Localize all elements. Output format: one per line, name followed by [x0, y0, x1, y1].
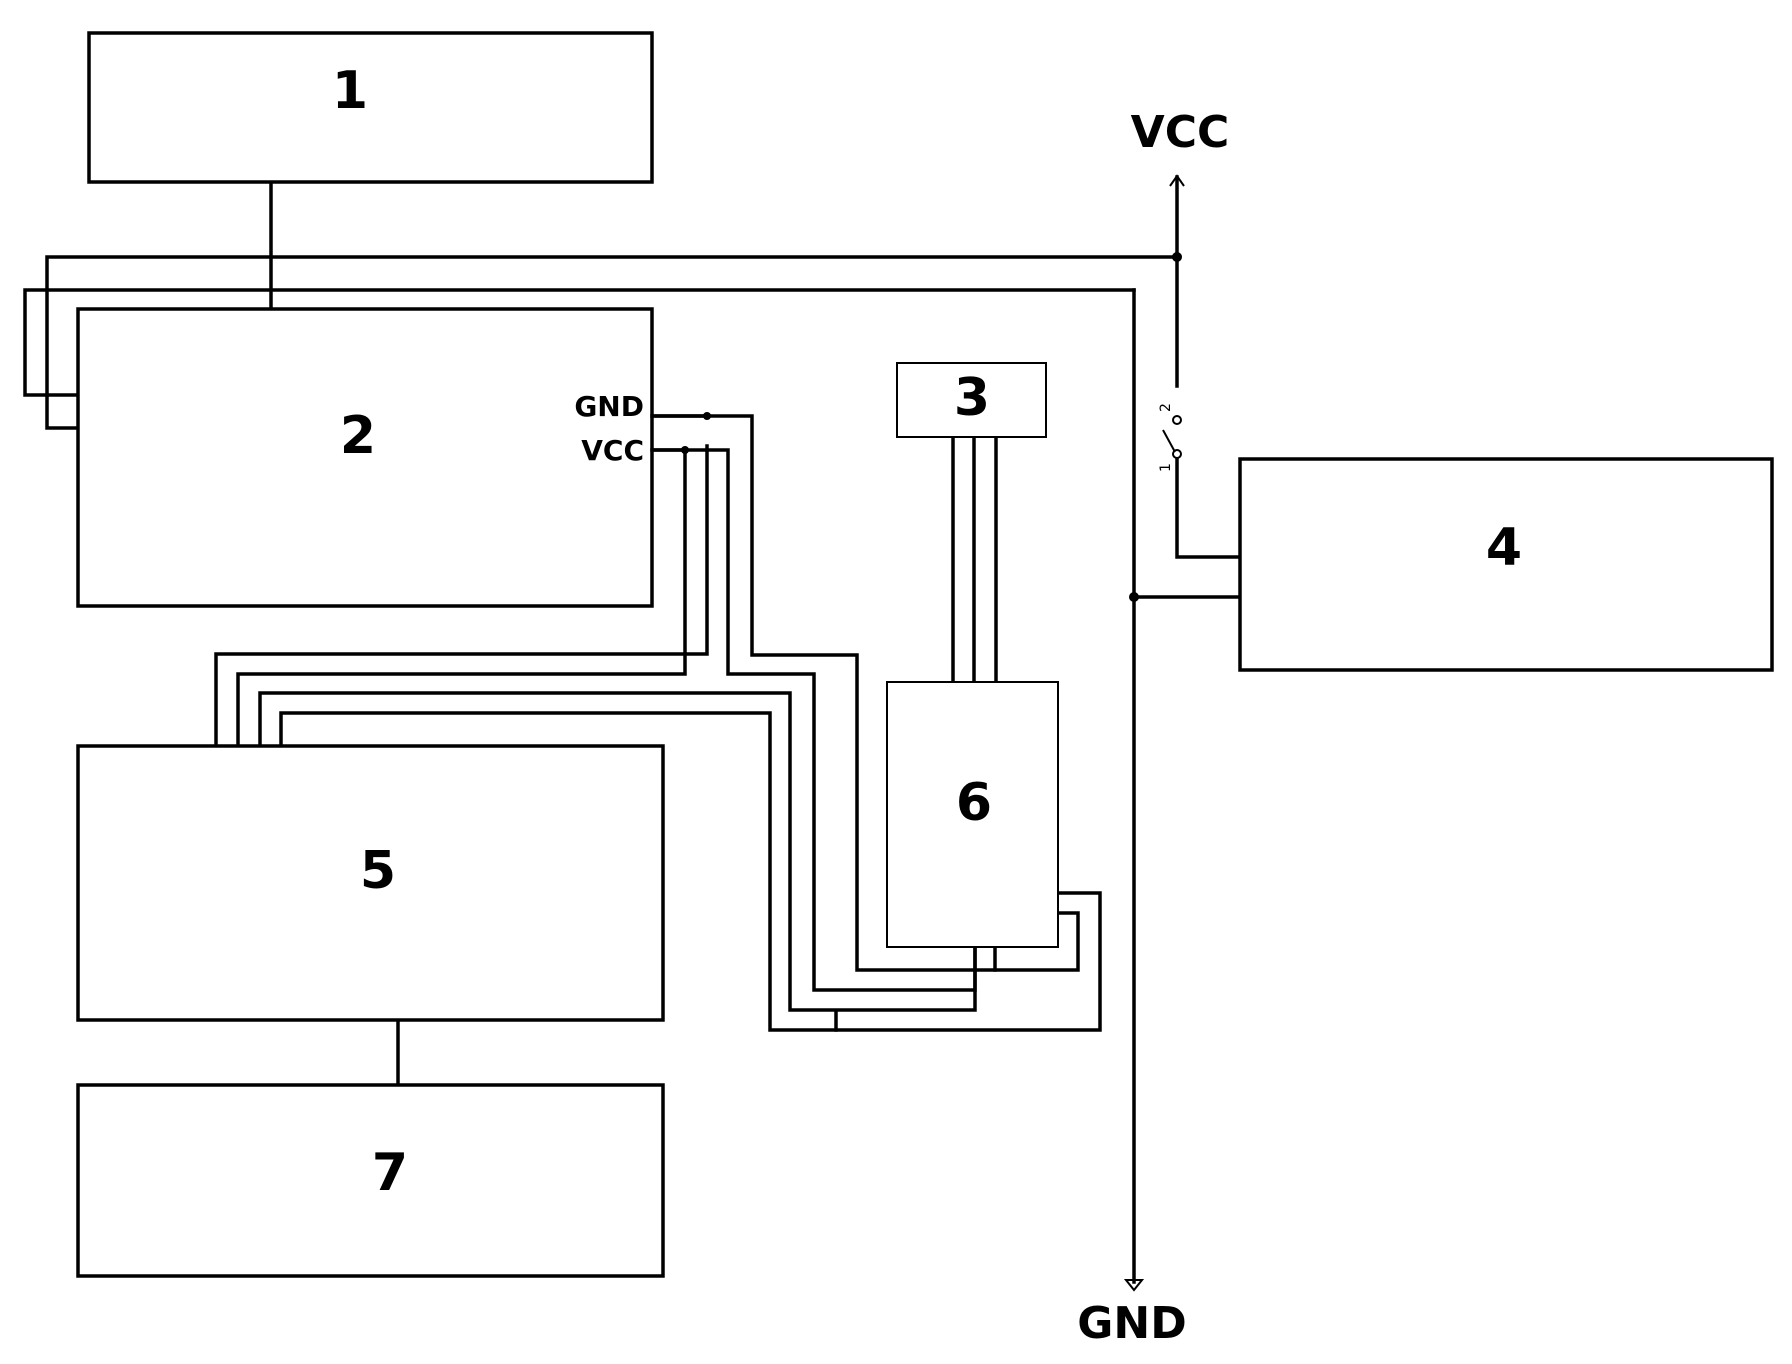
block-4: 4 — [1238, 457, 1774, 672]
wire-block6-right — [993, 911, 1080, 972]
block-5: 5 — [76, 744, 665, 1022]
switch: 1 2 — [1158, 403, 1182, 472]
switch-lever — [1162, 429, 1176, 453]
switch-contact-1 — [1172, 449, 1182, 459]
block-2: 2 GND VCC — [76, 307, 654, 608]
wire-gnd-rail — [23, 288, 1136, 397]
junction-gnd — [1129, 592, 1139, 602]
wire-switch-to-block4 — [1175, 458, 1242, 559]
switch-pin-1: 1 — [1158, 463, 1174, 472]
block-2-gnd-pin: GND — [574, 390, 644, 423]
vcc-arrow-icon — [1169, 174, 1185, 187]
block-6-label: 6 — [956, 773, 992, 833]
wire-block5-c — [258, 691, 977, 1012]
block-2-vcc-pin: VCC — [581, 434, 644, 467]
block-1: 1 — [87, 31, 654, 184]
block-5-label: 5 — [360, 841, 396, 901]
block-7-label: 7 — [372, 1143, 408, 1203]
gnd-rail-label: GND — [1077, 1298, 1186, 1349]
wire-block5-b — [236, 448, 687, 748]
vcc-rail-label: VCC — [1131, 107, 1230, 158]
gnd-arrow-icon — [1123, 1279, 1145, 1292]
wire-block2-pin-stubs — [650, 414, 709, 452]
block-3: 3 — [896, 362, 1047, 438]
junction-vcc — [1172, 252, 1182, 262]
wires — [23, 175, 1242, 1284]
block-1-label: 1 — [332, 61, 368, 121]
switch-contact-2 — [1172, 415, 1182, 425]
switch-pin-2: 2 — [1158, 403, 1174, 412]
block-2-label: 2 — [340, 406, 376, 466]
block-7: 7 — [76, 1083, 665, 1278]
block-4-label: 4 — [1486, 518, 1522, 578]
block-3-label: 3 — [954, 368, 990, 428]
block-6: 6 — [886, 681, 1059, 948]
wire-block5-a — [214, 444, 709, 748]
wire-block5-d — [279, 711, 1102, 1032]
wire-vcc-rail — [45, 255, 1179, 430]
